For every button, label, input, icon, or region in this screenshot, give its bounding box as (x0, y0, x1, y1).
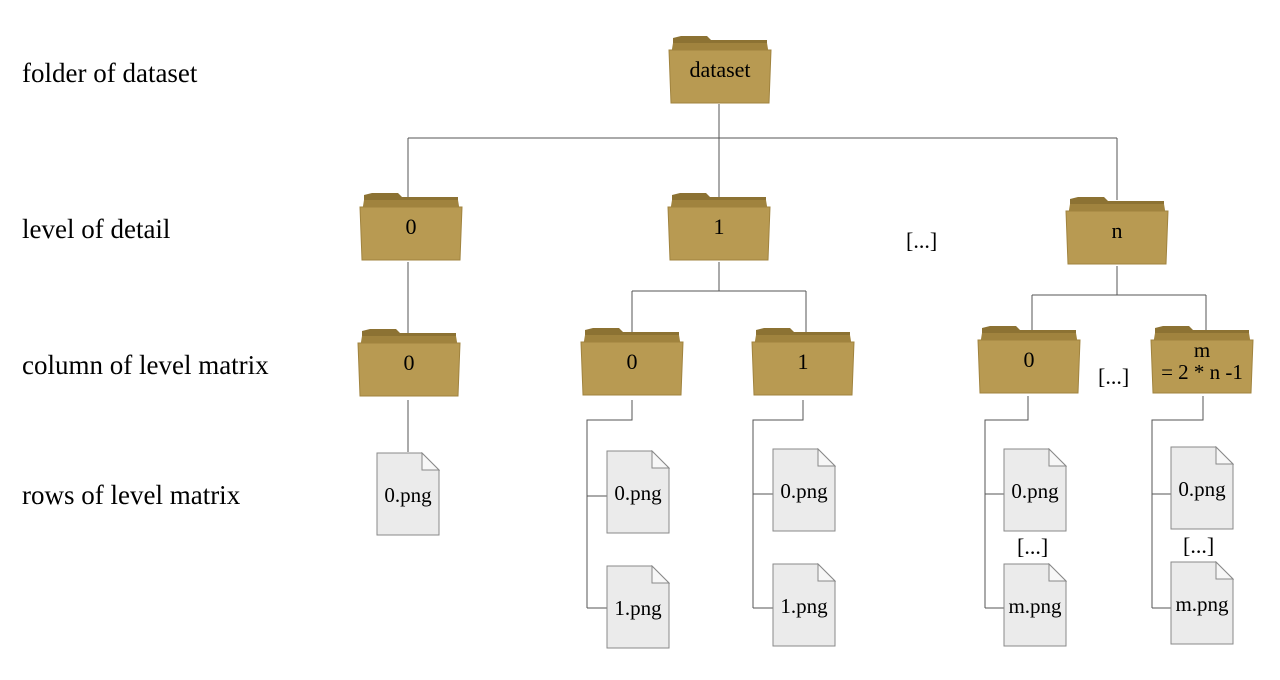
file-label: 1.png (614, 596, 662, 620)
file-icon (1170, 446, 1234, 530)
file-ln-cm-0[interactable]: 0.png (1170, 446, 1234, 530)
level-ellipsis: [...] (906, 228, 938, 253)
file-ln-c0-0[interactable]: 0.png (1003, 448, 1067, 532)
column-folder-label: 0 (626, 349, 638, 374)
file-ellipsis: [...] (1183, 533, 1215, 558)
file-ellipsis: [...] (1017, 534, 1049, 559)
folder-icon (357, 329, 461, 397)
column-ellipsis: [...] (1098, 364, 1130, 389)
file-label: 0.png (1011, 479, 1059, 503)
level-folder-label: 0 (405, 214, 417, 239)
file-l1-c0-0[interactable]: 0.png (606, 450, 670, 534)
folder-icon (668, 36, 772, 104)
row-label-level-of-detail: level of detail (22, 214, 171, 244)
level-folder-label: 1 (713, 214, 725, 239)
file-icon (772, 448, 836, 532)
column-folder-ln-c0[interactable]: 0 (976, 323, 1082, 395)
column-folder-label: 1 (797, 349, 809, 374)
level-folder-label: n (1111, 218, 1123, 243)
row-label-dataset: folder of dataset (22, 58, 198, 88)
dataset-folder-label: dataset (689, 57, 751, 82)
level-folder-0[interactable]: 0 (358, 190, 464, 262)
folder-icon (1150, 326, 1254, 394)
level-folder-1[interactable]: 1 (666, 190, 772, 262)
column-m-name: m (1193, 338, 1211, 362)
file-icon (1003, 563, 1067, 647)
file-label: m.png (1008, 594, 1062, 618)
file-l1-c1-0[interactable]: 0.png (772, 448, 836, 532)
file-label: 0.png (384, 483, 432, 507)
file-label: 0.png (1178, 477, 1226, 501)
dataset-folder[interactable]: dataset (667, 33, 773, 105)
file-label: 1.png (780, 594, 828, 618)
file-l0-c0-0[interactable]: 0.png (376, 452, 440, 536)
folder-icon (1065, 197, 1169, 265)
column-m-formula: = 2 * n -1 (1161, 360, 1243, 385)
row-label-column: column of level matrix (22, 350, 269, 380)
folder-icon (580, 328, 684, 396)
file-icon (772, 563, 836, 647)
file-ln-c0-m[interactable]: m.png (1003, 563, 1067, 647)
row-label-rows: rows of level matrix (22, 480, 241, 510)
file-icon (606, 565, 670, 649)
column-folder-label: 0 (403, 350, 415, 375)
file-ln-cm-m[interactable]: m.png (1170, 561, 1234, 645)
file-l1-c1-1[interactable]: 1.png (772, 563, 836, 647)
column-folder-label: 0 (1023, 347, 1035, 372)
folder-icon (751, 328, 855, 396)
folder-icon (359, 193, 463, 261)
column-folder-label: m = 2 * n -1 (1149, 339, 1255, 383)
folder-icon (667, 193, 771, 261)
column-folder-l1-c1[interactable]: 1 (750, 325, 856, 397)
column-folder-ln-cm[interactable]: m = 2 * n -1 (1149, 323, 1255, 395)
file-icon (606, 450, 670, 534)
file-label: 0.png (780, 479, 828, 503)
file-label: m.png (1175, 592, 1229, 616)
file-l1-c0-1[interactable]: 1.png (606, 565, 670, 649)
file-icon (1003, 448, 1067, 532)
file-icon (376, 452, 440, 536)
column-folder-l0-c0[interactable]: 0 (356, 326, 462, 398)
file-icon (1170, 561, 1234, 645)
file-label: 0.png (614, 481, 662, 505)
folder-icon (977, 326, 1081, 394)
column-folder-l1-c0[interactable]: 0 (579, 325, 685, 397)
level-folder-n[interactable]: n (1064, 194, 1170, 266)
